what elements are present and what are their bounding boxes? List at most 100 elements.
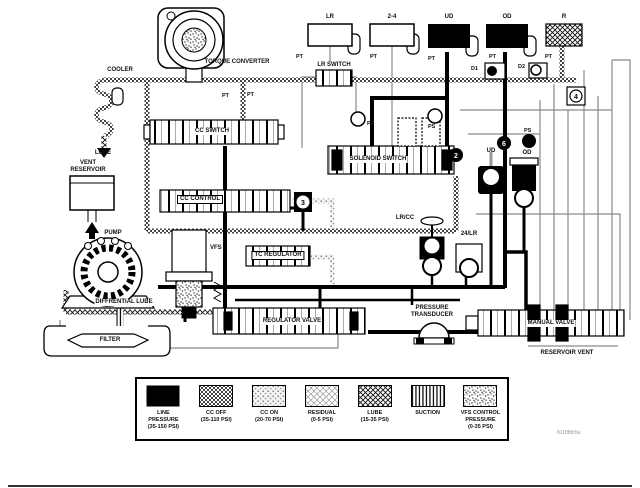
vfs-solenoid-drawing <box>165 229 223 319</box>
lube-label: LUBE <box>94 150 112 156</box>
svg-text:3: 3 <box>301 200 305 207</box>
callout-3: 3 <box>294 192 312 212</box>
lr-cc-label: LR/CC <box>395 215 415 221</box>
d2-check-valve <box>528 62 548 79</box>
legend-label: CC OFF (35-110 PSI) <box>200 410 232 424</box>
cc-off-swatch <box>199 385 234 407</box>
ps-switch-icon <box>522 134 536 148</box>
callout-4: 4 <box>566 86 586 106</box>
pressure-transducer-label: PRESSURE TRANSDUCER <box>410 305 454 319</box>
line-pressure-swatch <box>146 385 180 407</box>
pt-label: PT <box>489 54 497 60</box>
clutch-box-lr <box>307 23 353 47</box>
valves <box>143 69 625 342</box>
legend-item-cc-off: CC OFF (35-110 PSI) <box>190 385 242 424</box>
legend-item-line-pressure: LINE PRESSURE (35-150 PSI) <box>137 385 189 431</box>
ud-solenoid-label: UD <box>486 148 496 154</box>
legend-item-suction: SUCTION <box>402 385 454 417</box>
regulator-valve-label: REGULATOR VALVE <box>261 318 323 325</box>
legend-item-lube: LUBE (15-35 PSI) <box>349 385 401 424</box>
filter-drawing <box>43 325 171 357</box>
cooler-coil <box>94 77 114 139</box>
clutch-box-24 <box>369 23 415 47</box>
ps-switch-icon <box>350 111 366 127</box>
legend-label: VFS CONTROL PRESSURE (0-35 PSI) <box>460 410 501 431</box>
ud-solenoid-drawing <box>478 152 504 194</box>
cc-control-label: CC CONTROL <box>177 195 223 204</box>
legend-label: RESIDUAL (0-5 PSI) <box>307 410 337 424</box>
legend-label: SUCTION <box>415 410 441 416</box>
clutch-label-24: 2-4 <box>387 14 397 20</box>
pt-label: PT <box>545 54 553 60</box>
residual-swatch <box>304 385 339 407</box>
callout-2: 2 <box>449 148 463 162</box>
solenoid-switch-label: SOLENOID SWITCH <box>348 156 408 163</box>
clutch-box-od <box>486 24 528 48</box>
cooler-label: COOLER <box>107 67 133 73</box>
clutch-label-ud: UD <box>444 14 454 20</box>
vfs-label: VFS <box>210 245 222 251</box>
svg-text:2: 2 <box>454 153 458 160</box>
legend-box: LINE PRESSURE (35-150 PSI) CC OFF (35-11… <box>135 377 509 441</box>
pt-label: PT <box>428 56 436 62</box>
24lr-label: 24/LR <box>460 231 478 237</box>
suction-swatch <box>410 385 445 407</box>
lr-switch-label: LR SWITCH <box>316 62 352 69</box>
clutch-label-lr: LR <box>326 14 334 20</box>
pt-label: PT <box>296 54 304 60</box>
torque-converter-drawing <box>157 7 225 83</box>
legend-label: CC ON (20-70 PSI) <box>255 410 284 424</box>
clutch-label-r: R <box>561 14 567 20</box>
cc-on-lines <box>292 198 335 285</box>
vent-reservoir-label: VENT RESERVOIR <box>70 160 106 173</box>
torque-converter-label: TORQUE CONVERTER <box>204 59 270 65</box>
legend-item-cc-on: CC ON (20-70 PSI) <box>243 385 295 424</box>
filter-label: FILTER <box>99 337 121 343</box>
24lr-accumulator <box>455 243 483 278</box>
clutch-box-ud <box>428 24 470 48</box>
legend-label: LUBE (15-35 PSI) <box>360 410 389 424</box>
lube-arrow <box>97 148 111 158</box>
d1-check-valve <box>484 62 506 80</box>
pt-label: PT <box>246 92 256 99</box>
clutch-box-r <box>545 23 583 47</box>
callout-6: 6 <box>497 136 511 150</box>
od-solenoid-label: OD <box>522 150 532 156</box>
pressure-transducer-drawing <box>413 322 455 345</box>
clutch-boxes <box>307 23 583 48</box>
cc-on-swatch <box>252 385 287 407</box>
ps-label: PS <box>428 124 436 130</box>
d1-label: D1 <box>471 66 479 72</box>
lrcc-accumulator <box>419 216 445 276</box>
d2-label: D2 <box>518 64 526 70</box>
lube-swatch <box>357 385 392 407</box>
tc-regulator-label: TC REGULATOR <box>251 251 305 260</box>
ps-switch-icon <box>427 108 443 124</box>
legend-item-vfs-control: VFS CONTROL PRESSURE (0-35 PSI) <box>454 385 506 431</box>
manual-valve-label: MANUAL VALVE <box>526 320 576 327</box>
cc-switch-label: CC SWITCH <box>194 128 230 135</box>
manual-valve <box>477 309 625 337</box>
legend-label: LINE PRESSURE (35-150 PSI) <box>147 410 180 431</box>
lr-switch-valve <box>315 69 353 87</box>
vent-reservoir-drawing <box>69 175 115 239</box>
clutch-label-od: OD <box>502 14 512 20</box>
cooler-bypass <box>111 87 124 106</box>
ps-label: PS <box>524 128 532 134</box>
ps-label: PS <box>367 121 375 127</box>
differential-lube-label: DIFFRENTIAL LUBE <box>94 299 154 306</box>
vfs-control-swatch <box>463 385 498 407</box>
od-solenoid-drawing <box>509 157 539 208</box>
pump-label: PUMP <box>104 230 122 236</box>
pt-label: PT <box>221 93 231 100</box>
cc-switch-cap <box>143 124 151 140</box>
reservoir-vent-label: RESERVOIR VENT <box>540 350 594 356</box>
pt-label: PT <box>370 54 378 60</box>
drawing-code: 8118f8b5a <box>557 430 581 436</box>
pump-drawing <box>60 237 156 309</box>
legend-item-residual: RESIDUAL (0-5 PSI) <box>296 385 348 424</box>
svg-text:4: 4 <box>574 94 578 101</box>
scan-edge-line <box>8 485 632 487</box>
